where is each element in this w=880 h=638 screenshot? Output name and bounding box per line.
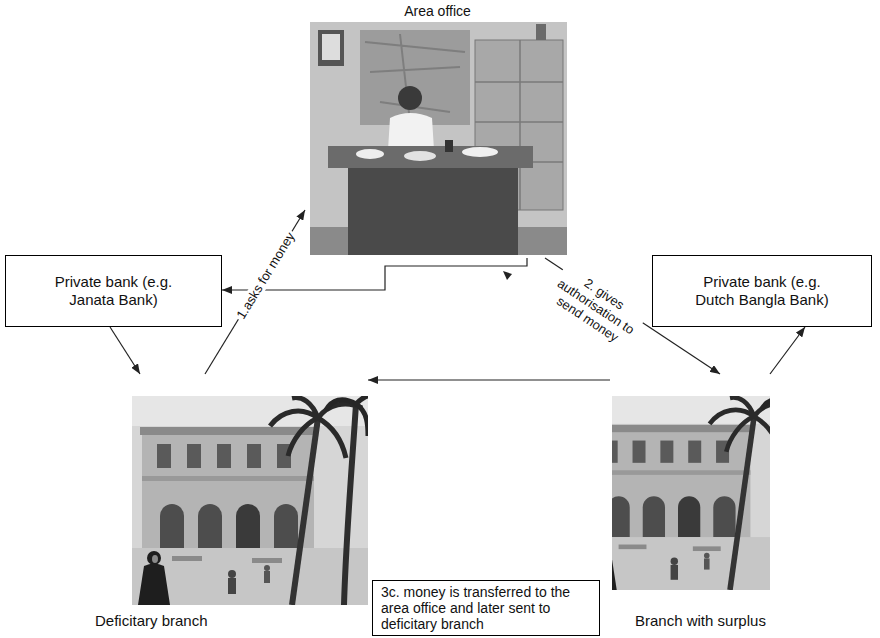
note-text: 3c. money is transferred to the area off… xyxy=(381,584,591,632)
node-caption: Deficitary branch xyxy=(95,612,368,630)
flow-arrow xyxy=(770,327,805,374)
edge-label: 1.asks for money xyxy=(232,228,298,324)
flow-arrow xyxy=(368,379,610,380)
photo-node: Area office xyxy=(305,0,570,258)
photo-node: Deficitary branch xyxy=(90,374,368,634)
branch-photo xyxy=(581,396,800,590)
node-caption: Branch with surplus xyxy=(635,612,790,630)
photo-node: Branch with surplus xyxy=(610,374,790,634)
branch-photo xyxy=(132,396,368,605)
box-text: Private bank (e.g. Dutch Bangla Bank) xyxy=(683,273,841,309)
process-box: Private bank (e.g. Dutch Bangla Bank) xyxy=(652,255,872,327)
note-box: 3c. money is transferred to the area off… xyxy=(372,580,600,636)
node-caption: Area office xyxy=(404,3,471,20)
process-box: Private bank (e.g. Janata Bank) xyxy=(5,255,222,327)
stray-arrowhead xyxy=(503,271,512,280)
flow-arrow xyxy=(110,327,140,374)
edge-label: 2. gives authorisation to send money xyxy=(544,261,649,352)
office-photo xyxy=(310,22,567,255)
box-text: Private bank (e.g. Janata Bank) xyxy=(36,273,191,309)
flow-arrow xyxy=(222,258,527,290)
